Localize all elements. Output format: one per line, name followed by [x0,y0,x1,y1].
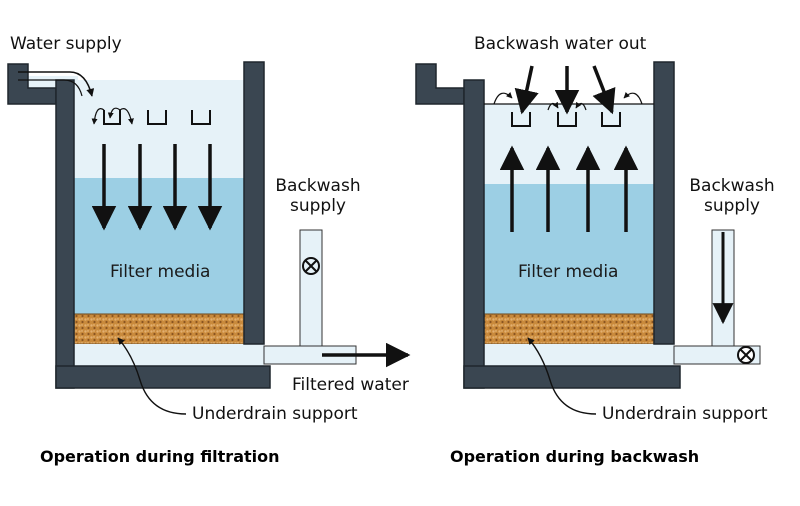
left-wall-vertical [55,79,75,389]
right-valve-icon [737,346,755,364]
left-filter-tank [7,61,411,415]
left-overflow-arrow-1 [91,108,105,125]
right-filter-tank [415,61,761,415]
right-trough-1 [511,112,531,127]
left-inlet-arrow-2 [18,79,83,97]
right-caption: Operation during backwash [450,447,700,466]
right-out-arrow-3 [592,65,616,115]
right-inlet-block [415,63,465,105]
right-underdrain-pointer [527,337,597,415]
left-clear-water [74,80,244,178]
right-trough-2 [557,112,577,127]
right-wall-vertical [463,79,485,389]
left-wall-bottom [55,365,271,389]
left-underdrain-channel [74,344,264,366]
left-gravel-layer [73,313,245,345]
left-filter-media-label: Filter media [110,262,211,282]
left-inlet-arrow [18,71,95,97]
right-backwash-supply-line1: Backwash [689,176,775,196]
right-gravel-layer [483,313,655,345]
left-backwash-supply-line2: supply [290,196,346,216]
right-overflow-arrow-4 [575,101,587,111]
left-overflow-arrow-3 [107,107,121,119]
water-supply-label: Water supply [10,34,122,54]
right-trough-3 [601,112,621,127]
left-wall-right [243,61,265,345]
left-backwash-pipe [299,229,323,347]
left-backwash-supply-line1: Backwash [275,176,361,196]
right-backwash-supply-label: Backwash supply [682,176,782,216]
left-backwash-supply-label: Backwash supply [270,176,366,216]
left-underdrain-pointer [117,337,187,415]
left-caption: Operation during filtration [40,447,280,466]
right-filter-media-label: Filter media [518,262,619,282]
right-overflow-arrow-3 [547,101,559,111]
left-wall-left [8,64,56,388]
right-underdrain-support-label: Underdrain support [602,404,768,424]
right-filter-media [484,184,654,314]
left-overflow-arrow-2 [119,108,134,125]
left-valve-icon [302,257,320,275]
right-out-arrow-1 [514,65,539,115]
right-wall-bottom [463,365,681,389]
right-overflow-arrow-1 [493,92,513,105]
left-trough-1 [103,110,121,125]
right-backwash-supply-line2: supply [704,196,760,216]
right-overflow-arrow-2 [623,92,643,105]
left-trough-3 [191,110,211,125]
left-underdrain-support-label: Underdrain support [192,404,358,424]
left-trough-2 [147,110,167,125]
right-underdrain-channel [484,344,674,366]
left-filter-media [74,178,244,314]
backwash-water-out-label: Backwash water out [474,34,647,54]
right-wall-right [653,61,675,345]
filtered-water-label: Filtered water [292,375,409,395]
